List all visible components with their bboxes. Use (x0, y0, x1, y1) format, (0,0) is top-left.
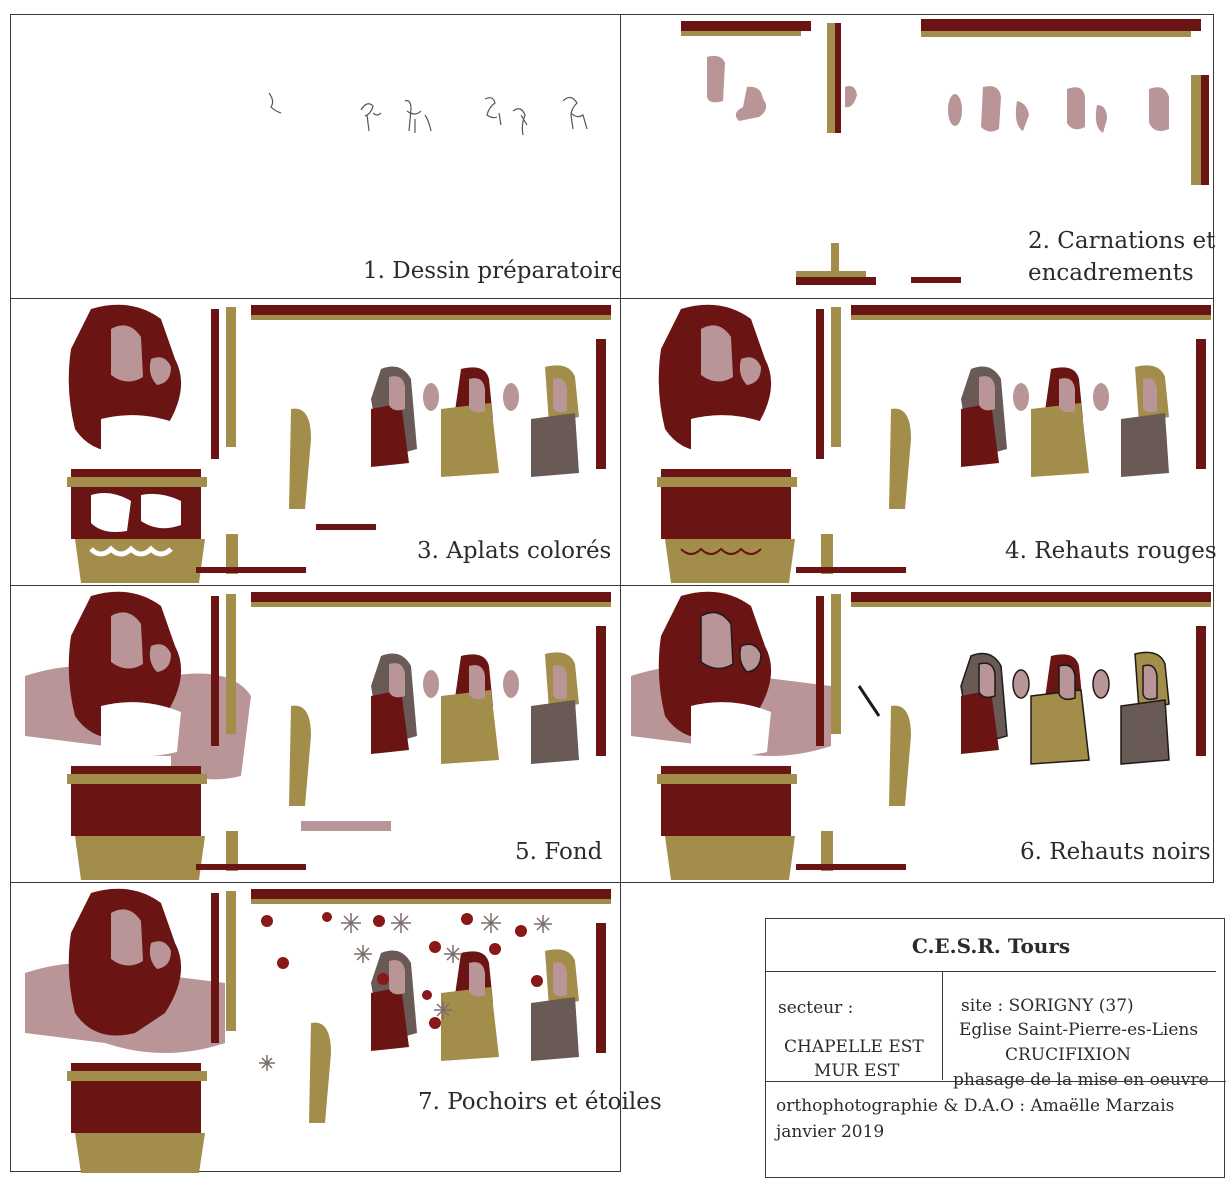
church-name: Eglise Saint-Pierre-es-Liens (959, 1020, 1199, 1040)
panel-2-caption-line-1: 2. Carnations et (1028, 228, 1216, 254)
panel-5-fond: 5. Fond (10, 585, 621, 883)
red-highlights-painting (657, 304, 1211, 583)
secteur-line-1: CHAPELLE EST (784, 1037, 924, 1057)
stars (259, 913, 552, 1071)
panel-2-caption-line-2: encadrements (1028, 260, 1194, 286)
panel-6-rehauts-noirs: 6. Rehauts noirs (620, 585, 1214, 883)
virgin-and-child (67, 304, 207, 583)
phase: phasage de la mise en oeuvre (953, 1070, 1209, 1090)
panel-7-pochoirs-etoiles: 7. Pochoirs et étoiles (10, 882, 662, 1173)
title-block-site: site : SORIGNY (37) Eglise Saint-Pierre-… (943, 972, 1223, 1090)
background-painting (25, 591, 611, 880)
black-highlights-painting (631, 591, 1211, 880)
panel-3-caption: 3. Aplats colorés (417, 538, 612, 564)
title-block: C.E.S.R. Tours secteur : CHAPELLE EST MU… (765, 918, 1226, 1178)
credits: orthophotographie & D.A.O : Amaëlle Marz… (776, 1096, 1175, 1116)
secteur-line-2: MUR EST (814, 1061, 900, 1081)
panel-5-caption: 5. Fond (515, 839, 603, 865)
date: janvier 2019 (776, 1122, 885, 1142)
title-block-credits: orthophotographie & D.A.O : Amaëlle Marz… (766, 1081, 1226, 1182)
panel-4-rehauts-rouges: 4. Rehauts rouges (620, 298, 1217, 586)
stencils-and-stars-painting (25, 888, 611, 1173)
subject: CRUCIFIXION (1005, 1045, 1131, 1065)
page: { "palette": { "dark_red": "#6b1414", "o… (10, 14, 1226, 1178)
title-block-institution: C.E.S.R. Tours (766, 919, 1216, 972)
title-block-sector: secteur : CHAPELLE EST MUR EST (766, 972, 943, 1081)
panel-1-dessin-preparatoire: 1. Dessin préparatoire (10, 14, 625, 299)
donors-group (371, 365, 579, 477)
panel-4-caption: 4. Rehauts rouges (1005, 538, 1217, 564)
secteur-label: secteur : (778, 998, 854, 1018)
color-flats-painting (67, 304, 611, 583)
panel-7-caption: 7. Pochoirs et étoiles (418, 1089, 662, 1115)
panel-2-carnations-encadrements: 2. Carnations et encadrements (620, 14, 1216, 299)
stencil-rosettes (261, 912, 543, 1029)
panel-3-aplats-colores: 3. Aplats colorés (10, 298, 621, 586)
panel-1-caption: 1. Dessin préparatoire (363, 258, 625, 284)
site-line: site : SORIGNY (37) (961, 996, 1134, 1016)
frames-and-flesh-tones (681, 19, 1209, 285)
panel-6-caption: 6. Rehauts noirs (1020, 839, 1211, 865)
sketch-drawing (268, 92, 588, 136)
